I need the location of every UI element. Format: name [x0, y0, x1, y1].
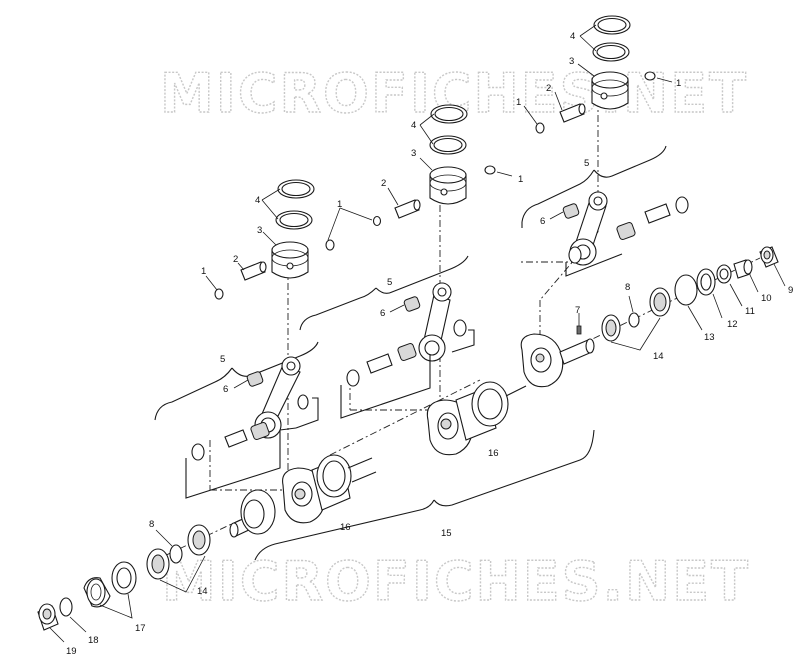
callout-9: 9 — [788, 285, 793, 296]
callout-16: 16 — [340, 522, 351, 533]
middle-thrust-washer-b — [346, 369, 360, 387]
callout-2: 2 — [381, 178, 386, 189]
left-wrist-pin — [240, 261, 266, 281]
right-needle-bearing-small — [562, 203, 580, 219]
callout-4: 4 — [411, 120, 416, 131]
callout-5: 5 — [584, 158, 589, 169]
callout-1: 1 — [518, 174, 523, 185]
callout-16: 16 — [488, 448, 499, 459]
left-thrust-washer-b — [191, 443, 205, 461]
middle-needle-bearing-big — [397, 343, 417, 361]
callout-6: 6 — [540, 216, 545, 227]
callout-labels: 1 2 3 4 1 5 6 4 3 2 1 5 6 4 3 2 1 1 5 6 … — [66, 31, 793, 657]
left-end-components — [37, 524, 211, 643]
callout-6: 6 — [380, 308, 385, 319]
callout-5: 5 — [220, 354, 225, 365]
callout-19: 19 — [66, 646, 77, 657]
callout-10: 10 — [761, 293, 772, 304]
right-end-components — [601, 246, 786, 351]
watermark-bottom: MICROFICHES.NET — [162, 550, 750, 613]
callout-1: 1 — [337, 199, 342, 210]
right-thrust-washer-a — [675, 196, 689, 214]
middle-needle-bearing-small — [403, 296, 421, 312]
callout-11: 11 — [745, 306, 755, 317]
callout-2: 2 — [233, 254, 238, 265]
callout-14: 14 — [197, 586, 208, 597]
right-oring-8 — [628, 312, 640, 328]
callout-8: 8 — [149, 519, 154, 530]
snap-ring-18 — [59, 597, 73, 617]
callout-4: 4 — [255, 195, 260, 206]
middle-wrist-pin — [394, 199, 420, 219]
snap-ring-13 — [674, 274, 698, 306]
callout-3: 3 — [411, 148, 416, 159]
right-circlip-a — [535, 122, 545, 134]
callout-18: 18 — [88, 635, 99, 646]
middle-piston-assembly — [387, 104, 513, 219]
left-connecting-rod-group — [154, 341, 319, 499]
left-piston-assembly — [205, 179, 382, 300]
right-bracket-5 — [521, 169, 595, 223]
woodruff-key — [576, 325, 582, 335]
left-oring-8 — [169, 544, 183, 564]
left-big-end-pin — [224, 429, 248, 448]
callout-5: 5 — [387, 277, 392, 288]
left-circlip-b — [325, 239, 335, 251]
callout-8: 8 — [625, 282, 630, 293]
callout-6: 6 — [223, 384, 228, 395]
callout-4: 4 — [570, 31, 575, 42]
callout-7: 7 — [575, 305, 580, 316]
callout-14: 14 — [653, 351, 664, 362]
middle-connecting-rod-group — [299, 255, 475, 419]
callout-17: 17 — [135, 623, 146, 634]
right-circlip-b — [644, 71, 656, 81]
bracket-15 — [254, 499, 435, 561]
crankshaft — [229, 313, 595, 561]
callout-12: 12 — [727, 319, 738, 330]
callout-15: 15 — [441, 528, 452, 539]
callout-13: 13 — [704, 332, 715, 343]
right-big-end-pin — [644, 203, 671, 224]
left-needle-bearing-big — [250, 422, 270, 440]
middle-thrust-washer-a — [453, 319, 467, 337]
right-piston-assembly — [523, 15, 673, 134]
callout-1: 1 — [201, 266, 206, 277]
left-thrust-washer-a — [297, 394, 309, 410]
right-needle-bearing-big — [616, 222, 636, 240]
callout-1: 1 — [516, 97, 521, 108]
right-connecting-rod-group — [521, 145, 689, 277]
callout-3: 3 — [569, 56, 574, 67]
left-bracket-5 — [154, 367, 233, 421]
left-needle-bearing-small — [246, 371, 264, 387]
left-circlip-a — [214, 288, 224, 300]
right-wrist-pin — [559, 103, 585, 123]
middle-circlip — [484, 165, 496, 175]
middle-big-end-pin — [366, 353, 393, 374]
middle-bracket-5 — [299, 287, 377, 331]
callout-1: 1 — [676, 78, 681, 89]
right-thrust-washer-b — [568, 246, 582, 264]
callout-3: 3 — [257, 225, 262, 236]
callout-2: 2 — [546, 83, 551, 94]
